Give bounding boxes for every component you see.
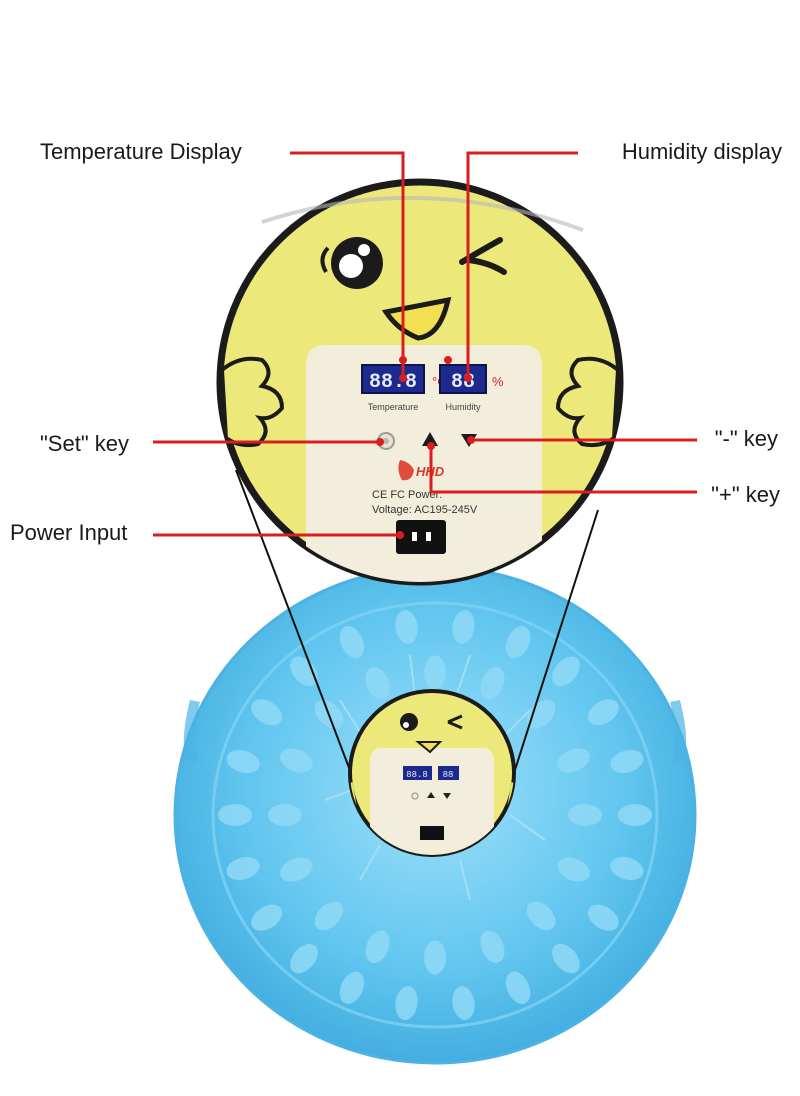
humidity-unit: % <box>492 374 504 389</box>
humidity-display-label: Humidity display <box>621 139 782 164</box>
egg-slot <box>480 667 505 700</box>
egg-slot <box>505 626 531 659</box>
egg-slot <box>365 667 390 700</box>
power-socket[interactable] <box>396 520 446 554</box>
egg-slot <box>568 804 602 826</box>
egg-slot <box>587 904 619 931</box>
temperature-caption: Temperature <box>368 402 419 412</box>
egg-slot <box>424 655 446 690</box>
egg-slot <box>218 804 252 826</box>
egg-slot <box>280 857 313 882</box>
plus-key[interactable] <box>422 432 438 446</box>
egg-slot <box>365 930 390 963</box>
egg-slot <box>552 656 580 687</box>
brand-logo: HHD <box>398 460 445 481</box>
temperature-display-label: Temperature Display <box>40 139 242 164</box>
egg-slot <box>395 986 418 1020</box>
egg-slot <box>251 904 283 931</box>
chick-eye-left <box>320 237 383 289</box>
small-temp-readout: 88.8 <box>406 770 428 780</box>
egg-slot <box>557 748 590 773</box>
humidity-caption: Humidity <box>445 402 481 412</box>
egg-slot <box>290 943 318 974</box>
set-key-label: "Set" key <box>40 431 129 456</box>
callout-lines <box>153 151 697 537</box>
egg-slot <box>226 856 260 881</box>
egg-slot <box>424 940 446 975</box>
chick-eye-right <box>459 237 507 275</box>
egg-slot <box>268 804 302 826</box>
magnifier-lines <box>235 469 599 774</box>
humidity-display: 88 % Humidity <box>439 364 504 412</box>
egg-slot <box>552 943 580 974</box>
egg-slot <box>587 699 619 726</box>
egg-slot <box>339 971 365 1004</box>
egg-slot <box>314 901 344 931</box>
egg-slot <box>557 857 590 882</box>
egg-slot <box>226 749 260 774</box>
minus-key-label: "-" key <box>714 426 778 451</box>
power-input-label: Power Input <box>10 520 128 545</box>
plus-key-callout-line <box>429 446 697 494</box>
egg-slot <box>395 610 418 644</box>
egg-slot <box>452 610 475 644</box>
small-control-panel: 88.8 88 <box>348 689 516 857</box>
egg-slot <box>290 656 318 687</box>
egg-slot <box>480 930 505 963</box>
plus-key-label: "+" key <box>711 482 780 507</box>
egg-slot <box>610 749 644 774</box>
egg-slot <box>280 748 313 773</box>
egg-slot <box>610 856 644 881</box>
certification-text: CE FC Power: <box>372 489 442 501</box>
humidity-callout-line <box>466 151 578 378</box>
voltage-text: Voltage: AC195-245V <box>372 504 478 516</box>
magnified-control-panel: 88.8 °C Temperature 88 % Humidity <box>216 178 624 586</box>
egg-slot <box>505 971 531 1004</box>
humidity-readout: 88 <box>451 371 475 394</box>
egg-slot <box>526 901 556 931</box>
egg-slot <box>251 699 283 726</box>
egg-slot <box>618 804 652 826</box>
temperature-readout: 88.8 <box>369 371 417 394</box>
egg-slot <box>452 986 475 1020</box>
temperature-callout-line <box>290 151 405 378</box>
small-humidity-readout: 88 <box>443 770 454 780</box>
egg-slots <box>218 610 652 1020</box>
egg-slot <box>526 699 556 729</box>
egg-slot <box>339 626 365 659</box>
